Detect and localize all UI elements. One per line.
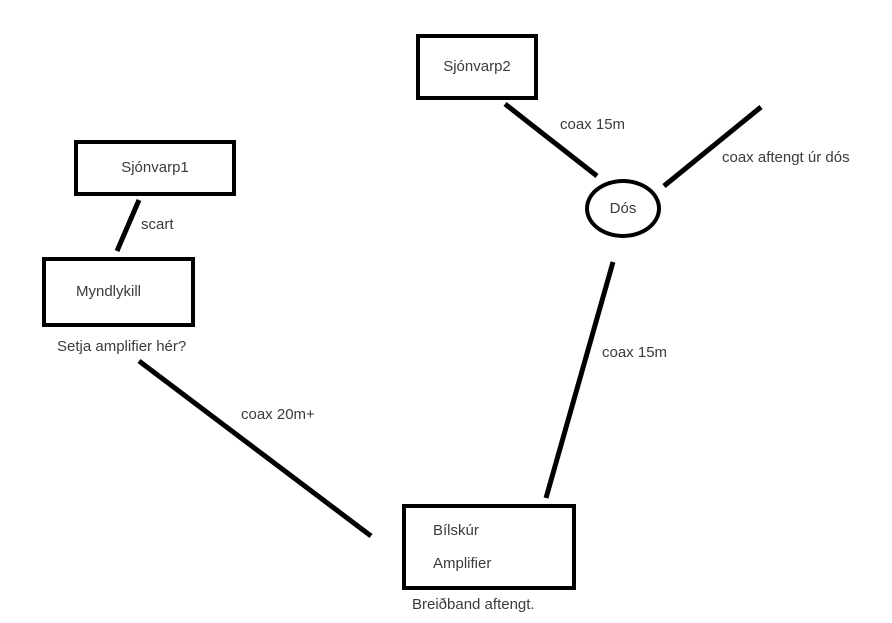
node-sjonvarp1[interactable]: Sjónvarp1: [74, 140, 236, 196]
annotation-breidband-aftengt: Breiðband aftengt.: [412, 596, 535, 613]
edge-label-coax-aftengt-ur-dos: coax aftengt úr dós: [722, 149, 850, 166]
edge-label-coax-sjonvarp2-dos: coax 15m: [560, 116, 626, 133]
node-dos[interactable]: Dós: [585, 179, 661, 238]
node-bilskur-label: Bílskúr: [433, 521, 479, 539]
node-amplifier-label: Amplifier: [433, 554, 492, 572]
node-myndlykill-label: Myndlykill: [76, 283, 142, 301]
annotation-setja-amplifier-her: Setja amplifier hér?: [57, 338, 187, 355]
node-sjonvarp2[interactable]: Sjónvarp2: [416, 34, 538, 100]
edge-sjonvarp2-dos: [503, 102, 599, 178]
edge-sjonvarp1-myndlykill: [114, 199, 142, 252]
node-bilskur-amplifier[interactable]: Bílskúr Amplifier: [402, 504, 576, 590]
edge-label-coax-20m: coax 20m+: [241, 406, 315, 423]
node-sjonvarp1-label: Sjónvarp1: [121, 159, 189, 177]
edge-label-scart: scart: [141, 216, 174, 233]
node-dos-label: Dós: [609, 200, 637, 217]
edge-dos-bilskur: [543, 261, 616, 499]
edge-label-coax-dos-bilskur: coax 15m: [602, 344, 668, 361]
node-sjonvarp2-label: Sjónvarp2: [443, 58, 511, 76]
edge-myndlykill-bilskur: [137, 359, 373, 538]
node-myndlykill[interactable]: Myndlykill: [42, 257, 195, 327]
edge-dos-external: [662, 105, 763, 188]
